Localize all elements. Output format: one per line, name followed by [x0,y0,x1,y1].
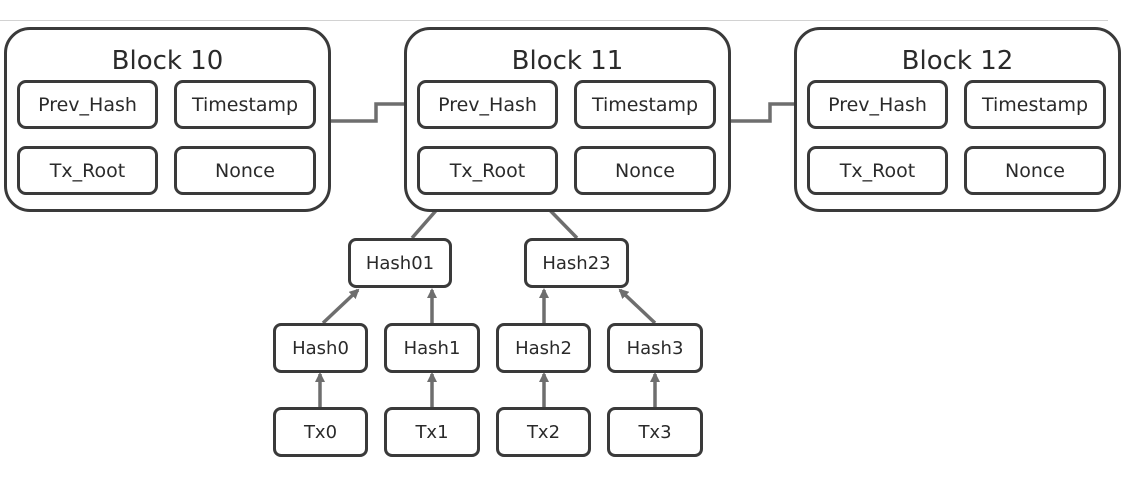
field-tx-root: Tx_Root [17,146,158,195]
top-divider [0,20,1108,21]
node-hash1: Hash1 [384,323,480,373]
node-tx2: Tx2 [496,407,591,457]
field-timestamp: Timestamp [574,80,716,129]
field-nonce: Nonce [964,146,1106,195]
arrow-hash3-to-hash23 [618,288,657,325]
node-tx3: Tx3 [607,407,703,457]
node-hash2: Hash2 [496,323,591,373]
field-tx-root: Tx_Root [807,146,948,195]
chain-arrow-11-to-12 [731,99,810,123]
field-nonce: Nonce [174,146,316,195]
node-hash3: Hash3 [607,323,703,373]
block-title: Block 12 [901,46,1014,76]
block-title: Block 10 [111,46,224,76]
chain-arrow-10-to-11 [331,99,420,123]
node-hash01: Hash01 [348,238,452,288]
node-hash0: Hash0 [273,323,368,373]
field-timestamp: Timestamp [174,80,316,129]
field-prev-hash: Prev_Hash [807,80,948,129]
field-timestamp: Timestamp [964,80,1106,129]
block-title: Block 11 [511,46,624,76]
field-prev-hash: Prev_Hash [417,80,558,129]
arrow-hash0-to-hash01 [321,288,360,325]
node-tx0: Tx0 [273,407,368,457]
field-prev-hash: Prev_Hash [17,80,158,129]
field-nonce: Nonce [574,146,716,195]
node-hash23: Hash23 [524,238,629,288]
field-tx-root: Tx_Root [417,146,558,195]
node-tx1: Tx1 [384,407,480,457]
